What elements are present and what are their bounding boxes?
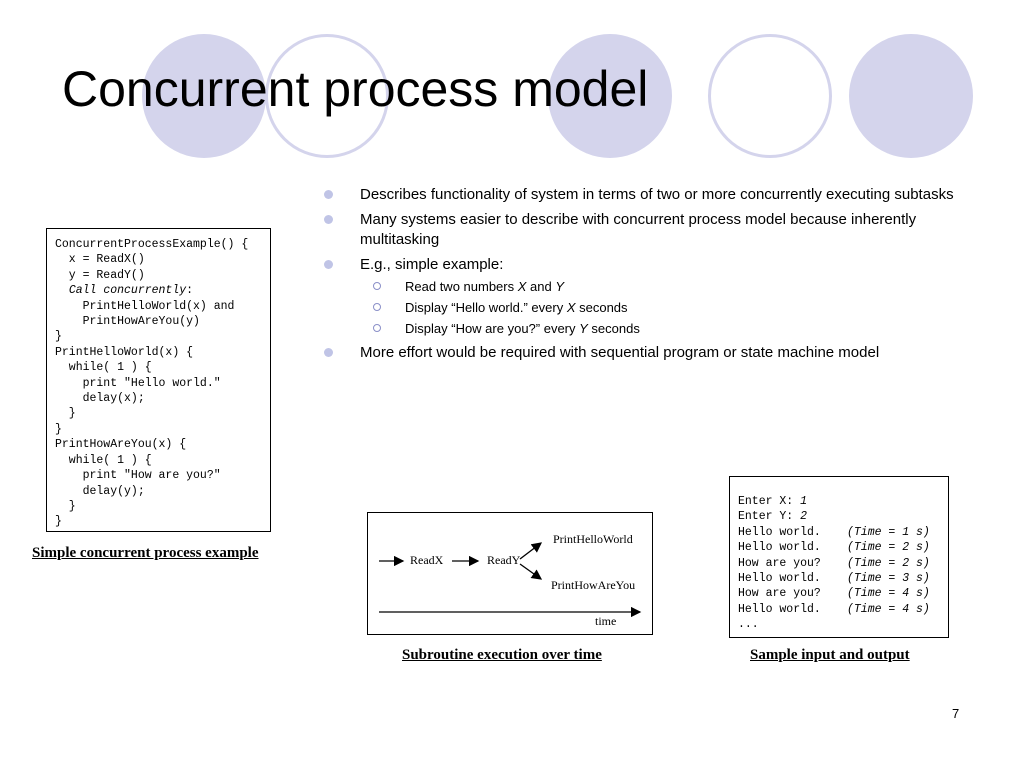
io-row: Enter X: 1: [738, 495, 808, 508]
decor-circle-1: [142, 34, 266, 158]
label-ready: ReadY: [487, 553, 521, 567]
sub-bullet-ring-icon: [373, 324, 381, 332]
diagram-caption: Subroutine execution over time: [402, 647, 602, 663]
label-readx: ReadX: [410, 553, 444, 567]
io-row: Hello world.(Time = 2 s): [738, 541, 930, 555]
code-caption: Simple concurrent process example: [32, 545, 259, 561]
io-row: Hello world.(Time = 4 s): [738, 602, 930, 616]
sub-bullet-ring-icon: [373, 282, 381, 290]
var-x: X: [517, 279, 527, 294]
sub-bullet-text: Read two numbers: [405, 279, 518, 294]
io-row: How are you?(Time = 4 s): [738, 587, 930, 601]
bullet-dot-icon: [324, 215, 333, 224]
sub-bullet-item: Read two numbers X and Y: [360, 278, 964, 296]
bullet-list: Describes functionality of system in ter…: [324, 185, 964, 368]
bullet-text: Many systems easier to describe with con…: [360, 211, 917, 248]
io-caption: Sample input and output: [750, 647, 910, 663]
code-listing: ConcurrentProcessExample() { x = ReadX()…: [55, 238, 249, 529]
bullet-dot-icon: [324, 190, 333, 199]
io-row: How are you?(Time = 2 s): [738, 556, 930, 570]
decor-circle-5: [849, 34, 973, 158]
diagram-arrows: [379, 542, 642, 618]
decor-circle-2: [265, 34, 389, 158]
sub-bullet-text: Display “How are you?” every: [405, 321, 580, 336]
page-number: 7: [952, 706, 960, 721]
arrow-to-printhelloworld: [519, 542, 543, 560]
sub-bullet-item: Display “Hello world.” every X seconds: [360, 299, 964, 317]
decor-circle-4: [708, 34, 832, 158]
sub-bullet-item: Display “How are you?” every Y seconds: [360, 320, 964, 338]
sub-bullet-text: and: [526, 279, 556, 294]
var-x: X: [566, 300, 576, 315]
bullet-text: More effort would be required with seque…: [360, 344, 880, 361]
sample-io-box: Enter X: 1 Enter Y: 2 Hello world.(Time …: [729, 476, 949, 638]
sub-bullet-ring-icon: [373, 303, 381, 311]
io-row: Hello world.(Time = 3 s): [738, 572, 930, 586]
sub-bullet-text: seconds: [575, 300, 628, 315]
label-time: time: [595, 614, 617, 628]
bullet-item: Many systems easier to describe with con…: [324, 210, 964, 250]
sub-bullet-text: seconds: [587, 321, 640, 336]
bullet-item: E.g., simple example: Read two numbers X…: [324, 255, 964, 338]
sub-bullet-text: Display “Hello world.” every: [405, 300, 567, 315]
decor-circle-3: [548, 34, 672, 158]
label-printhowareyou: PrintHowAreYou: [551, 578, 636, 592]
bullet-dot-icon: [324, 348, 333, 357]
io-row: ...: [738, 618, 759, 632]
bullet-item: More effort would be required with seque…: [324, 343, 964, 363]
bullet-item: Describes functionality of system in ter…: [324, 185, 964, 205]
io-row: Hello world.(Time = 1 s): [738, 525, 930, 539]
io-row: Enter Y: 2: [738, 510, 808, 524]
label-printhelloworld: PrintHelloWorld: [553, 532, 633, 546]
bullet-text: E.g., simple example:: [360, 256, 504, 273]
bullet-text: Describes functionality of system in ter…: [360, 186, 954, 203]
bullet-dot-icon: [324, 260, 333, 269]
slide-title: Concurrent process model: [62, 61, 649, 117]
arrow-to-printhowareyou: [519, 563, 543, 580]
var-y: Y: [579, 321, 588, 336]
execution-diagram: ReadX ReadY PrintHelloWorld PrintHowAreY…: [367, 512, 653, 635]
var-y: Y: [555, 279, 564, 294]
code-listing-box: ConcurrentProcessExample() { x = ReadX()…: [46, 228, 271, 532]
sub-bullet-list: Read two numbers X and Y Display “Hello …: [360, 278, 964, 338]
